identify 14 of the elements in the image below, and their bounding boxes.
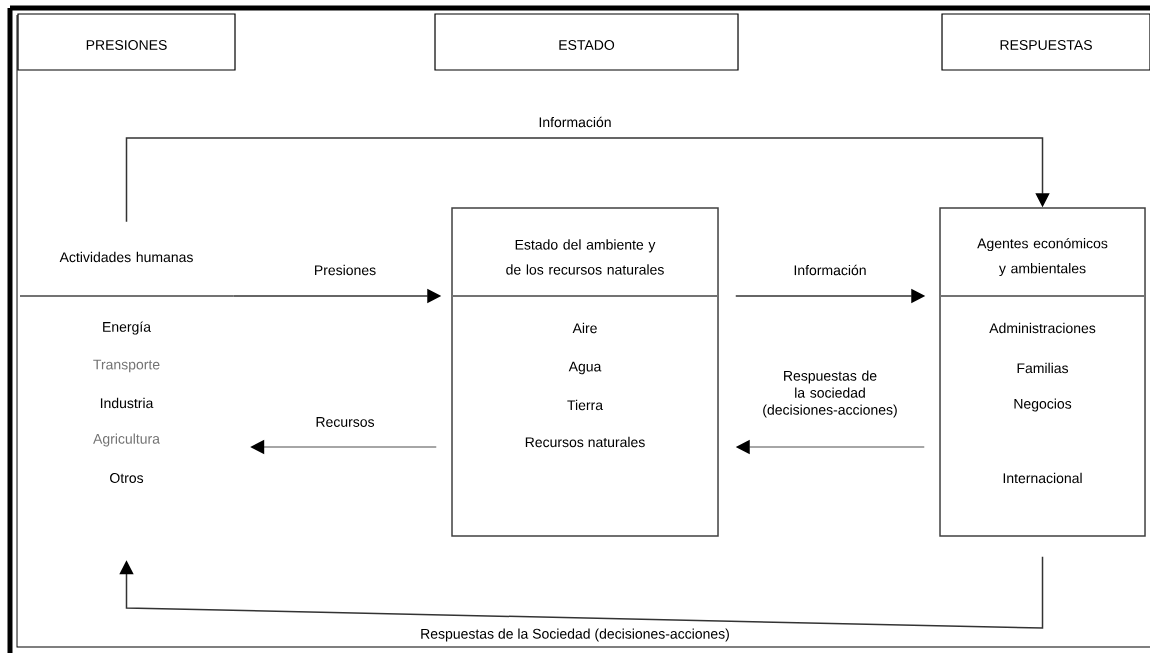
state-box: Estado del ambiente y de los recursos naturales Aire Agua Tierra Recursos naturales: [451, 207, 719, 537]
edge-label: Recursos: [314, 416, 376, 428]
header-tab: ESTADO: [434, 13, 739, 71]
edge-label: Información: [792, 263, 868, 277]
arrow: [119, 556, 1044, 629]
agents-box: Agentes económicos y ambientales Administraciones Familias Negocios Internacional: [939, 207, 1146, 537]
edge-label: Respuestas de la Sociedad (decisiones-acciones): [419, 627, 731, 643]
edge-label: Información: [537, 115, 613, 129]
edge-label: Respuestas de la sociedad (decisiones-acciones): [754, 369, 906, 419]
header-tab: PRESIONES: [17, 13, 236, 71]
edge-label: Presiones: [312, 263, 378, 277]
activity-panel: Actividades humanas Energía Transporte Industria Agricultura Otros: [19, 251, 234, 483]
header-tab: RESPUESTAS: [941, 13, 1150, 71]
arrow: [125, 137, 1050, 223]
